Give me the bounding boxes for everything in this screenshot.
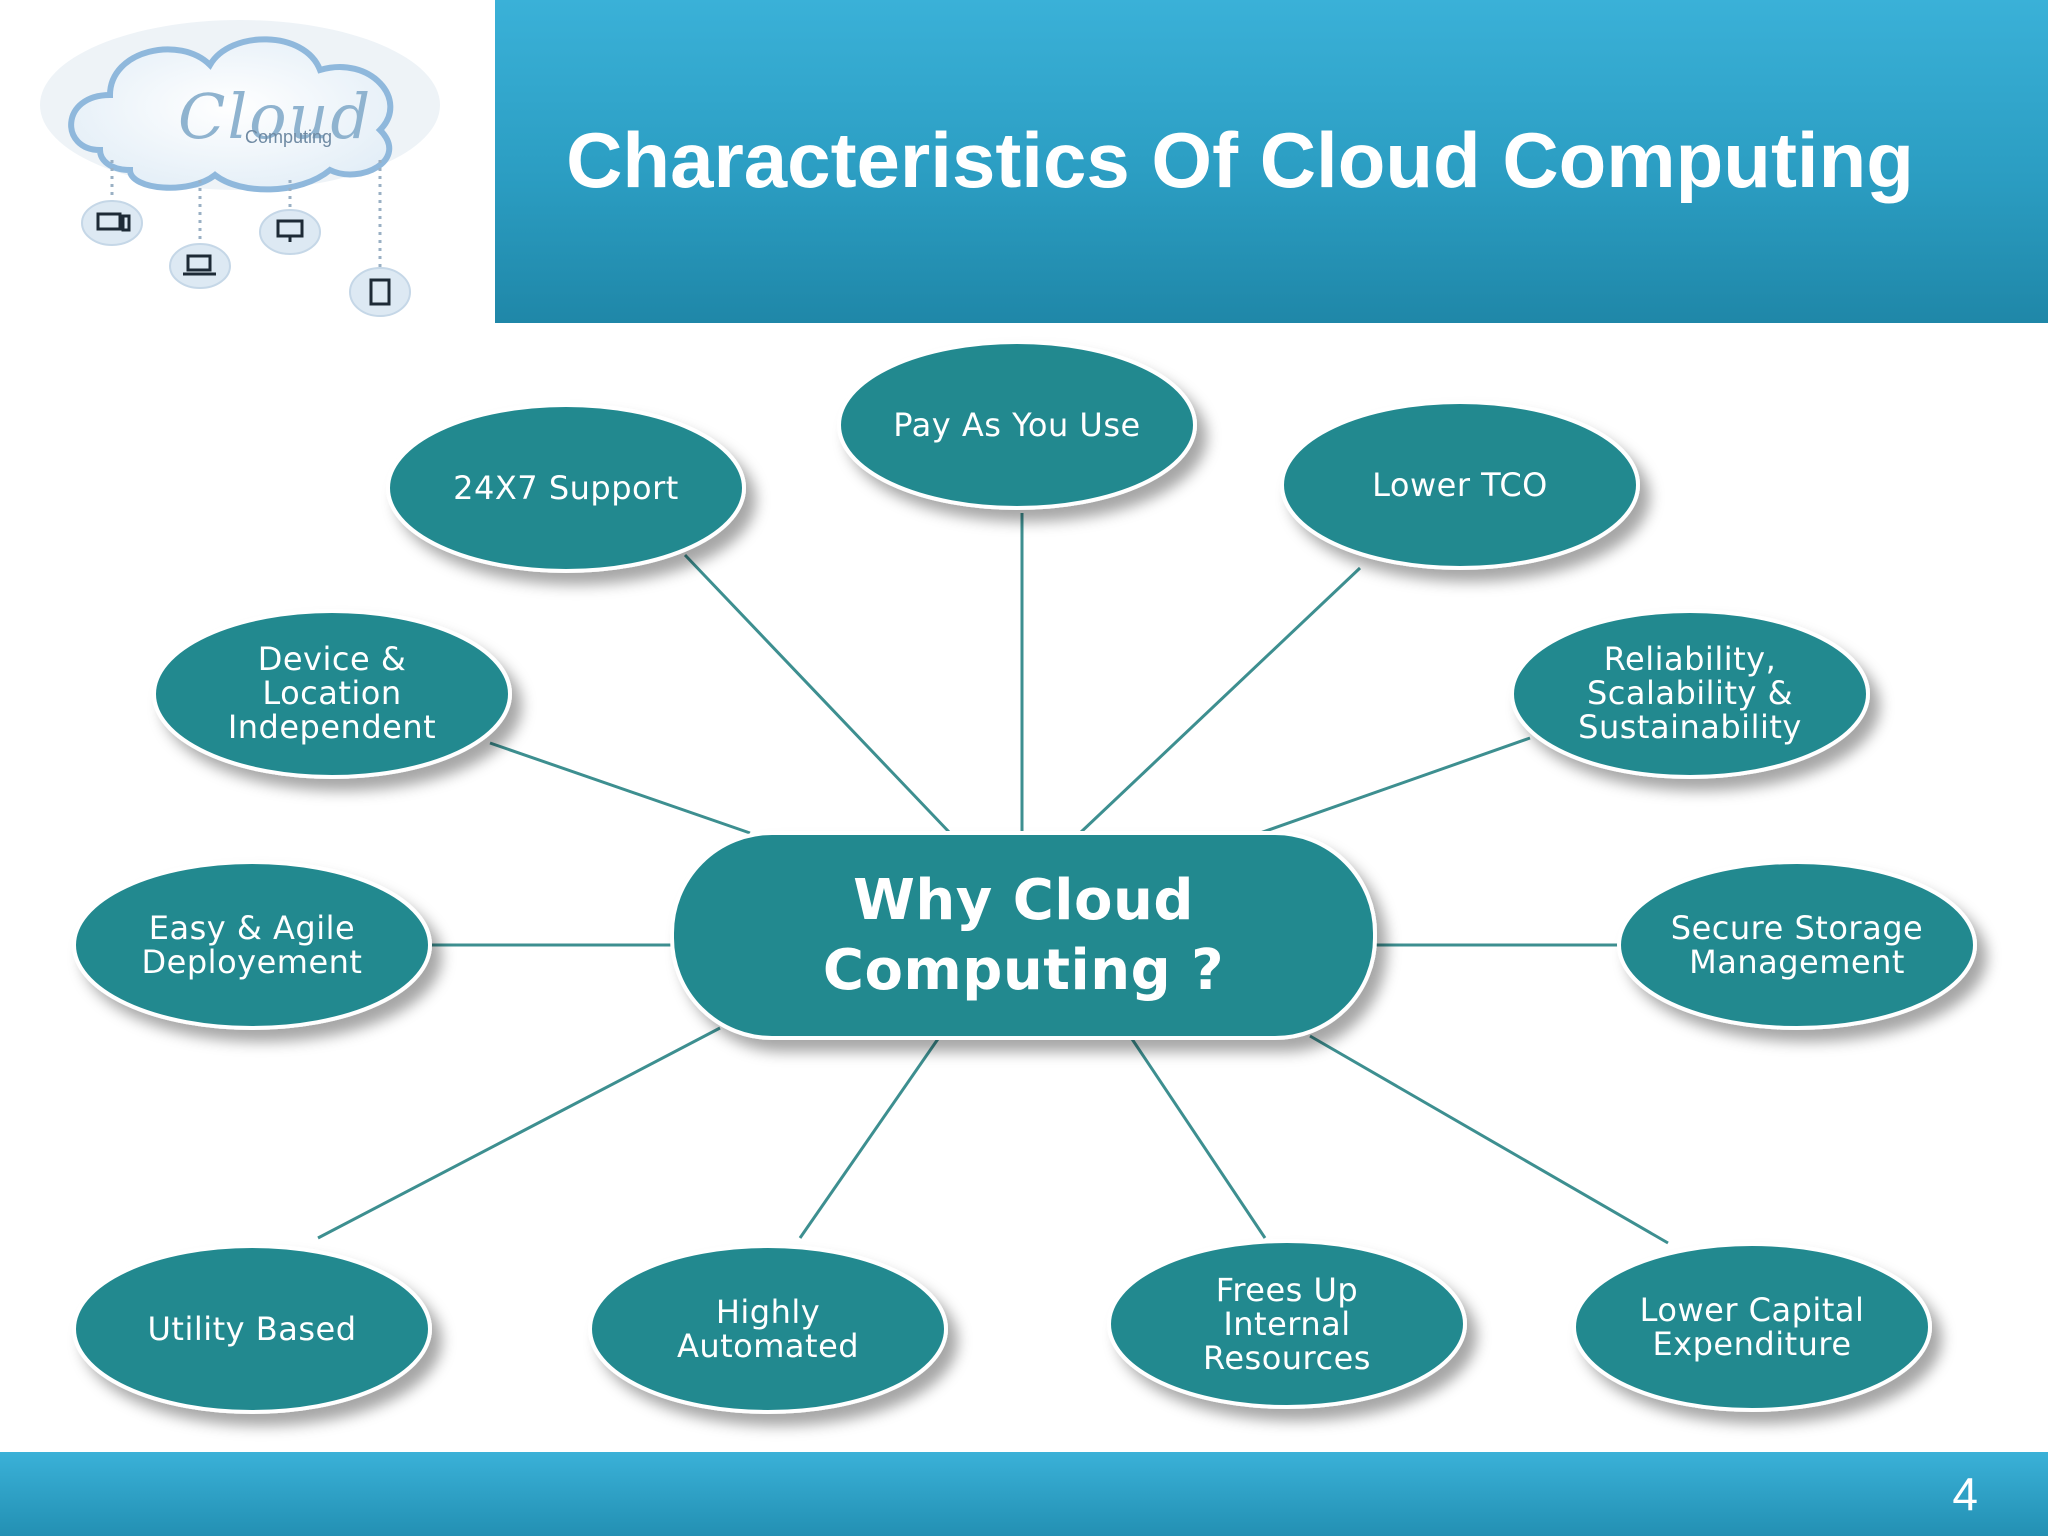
node-label-secure-storage: Secure Storage Management xyxy=(1670,909,1924,981)
node-label-24x7-support: 24X7 Support xyxy=(453,469,679,507)
center-node xyxy=(670,831,1377,1040)
node-label-device-location: Device & Location Independent xyxy=(227,640,437,746)
node-lower-tco xyxy=(1280,400,1640,570)
node-label-reliability: Reliability, Scalability & Sustainabilit… xyxy=(1578,640,1802,746)
page-number: 4 xyxy=(1952,1468,1978,1520)
logo-subtitle: Computing xyxy=(245,127,333,147)
cloud-computing-logo: Cloud Computing xyxy=(40,10,480,320)
node-easy-agile xyxy=(72,860,432,1030)
node-label-frees-up: Frees Up Internal Resources xyxy=(1203,1271,1371,1377)
node-label-utility-based: Utility Based xyxy=(147,1310,357,1348)
center-node-label: Why Cloud Computing ? xyxy=(822,867,1225,1003)
node-lower-capex xyxy=(1572,1242,1932,1412)
node-utility-based xyxy=(72,1244,432,1414)
cloud-logo-icon xyxy=(40,20,440,317)
node-pay-as-you-use xyxy=(837,340,1197,510)
node-reliability xyxy=(1510,609,1870,779)
connector-lines xyxy=(72,340,1977,1414)
node-label-lower-capex: Lower Capital Expenditure xyxy=(1639,1291,1865,1363)
mind-map-diagram: Pay As You Use 24X7 Support Lower TCO De… xyxy=(0,323,2048,1452)
node-24x7-support xyxy=(386,403,746,573)
node-device-location xyxy=(152,609,512,779)
header-band xyxy=(495,0,2048,323)
node-frees-up xyxy=(1107,1239,1467,1409)
node-label-highly-automated: Highly Automated xyxy=(676,1293,860,1365)
node-secure-storage xyxy=(1617,860,1977,1030)
node-label-lower-tco: Lower TCO xyxy=(1372,466,1548,504)
node-label-pay-as-you-use: Pay As You Use xyxy=(893,406,1141,444)
slide-title: Characteristics Of Cloud Computing xyxy=(566,116,1914,204)
node-label-easy-agile: Easy & Agile Deployement xyxy=(141,909,363,981)
node-highly-automated xyxy=(588,1244,948,1414)
footer-band xyxy=(0,1452,2048,1536)
logo-word: Cloud xyxy=(178,80,373,153)
